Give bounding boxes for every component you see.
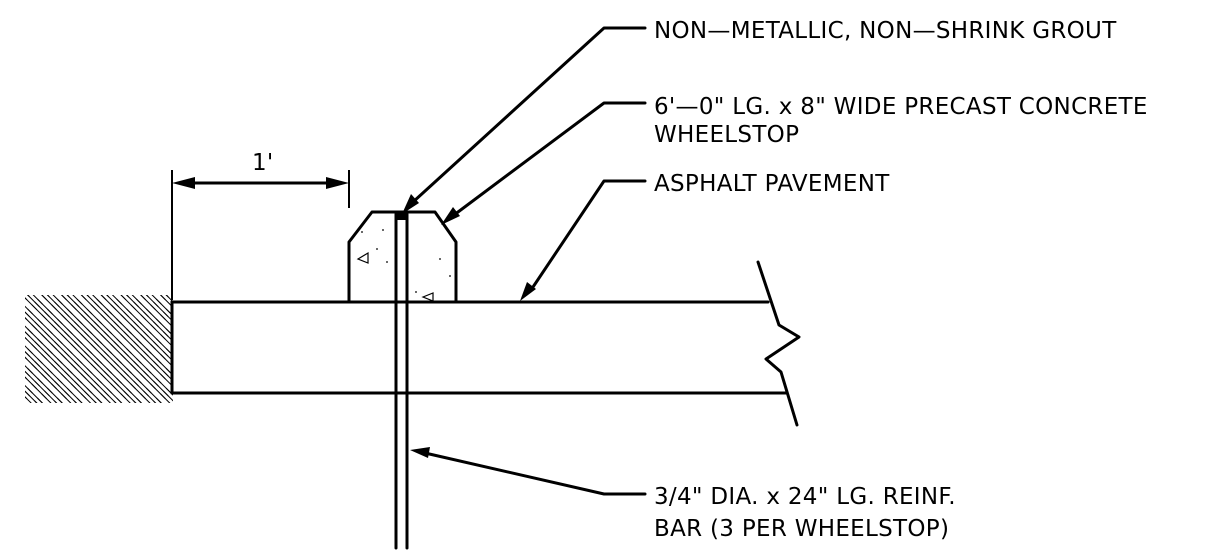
break-line bbox=[756, 260, 801, 427]
callout-rebar-line2: BAR (3 PER WHEELSTOP) bbox=[654, 516, 949, 542]
leader-rebar bbox=[410, 447, 647, 496]
leader-grout bbox=[402, 26, 647, 214]
grout-pocket bbox=[396, 212, 407, 220]
leader-wheelstop bbox=[441, 101, 647, 225]
reinforcing-bar bbox=[394, 212, 409, 550]
callout-wheelstop-line1: 6'—0" LG. x 8" WIDE PRECAST CONCRETE bbox=[654, 94, 1148, 120]
dimension-label: 1' bbox=[252, 150, 274, 176]
dimension-1ft: 1' bbox=[171, 150, 350, 300]
wheelstop bbox=[347, 210, 458, 304]
callout-wheelstop-line2: WHEELSTOP bbox=[654, 122, 799, 148]
callout-rebar-line1: 3/4" DIA. x 24" LG. REINF. bbox=[654, 484, 956, 510]
leader-asphalt bbox=[520, 179, 647, 301]
callout-asphalt: ASPHALT PAVEMENT bbox=[654, 171, 890, 197]
soil-hatch bbox=[25, 295, 173, 403]
asphalt-pavement-section bbox=[170, 300, 789, 395]
callout-grout: NON—METALLIC, NON—SHRINK GROUT bbox=[654, 18, 1117, 44]
